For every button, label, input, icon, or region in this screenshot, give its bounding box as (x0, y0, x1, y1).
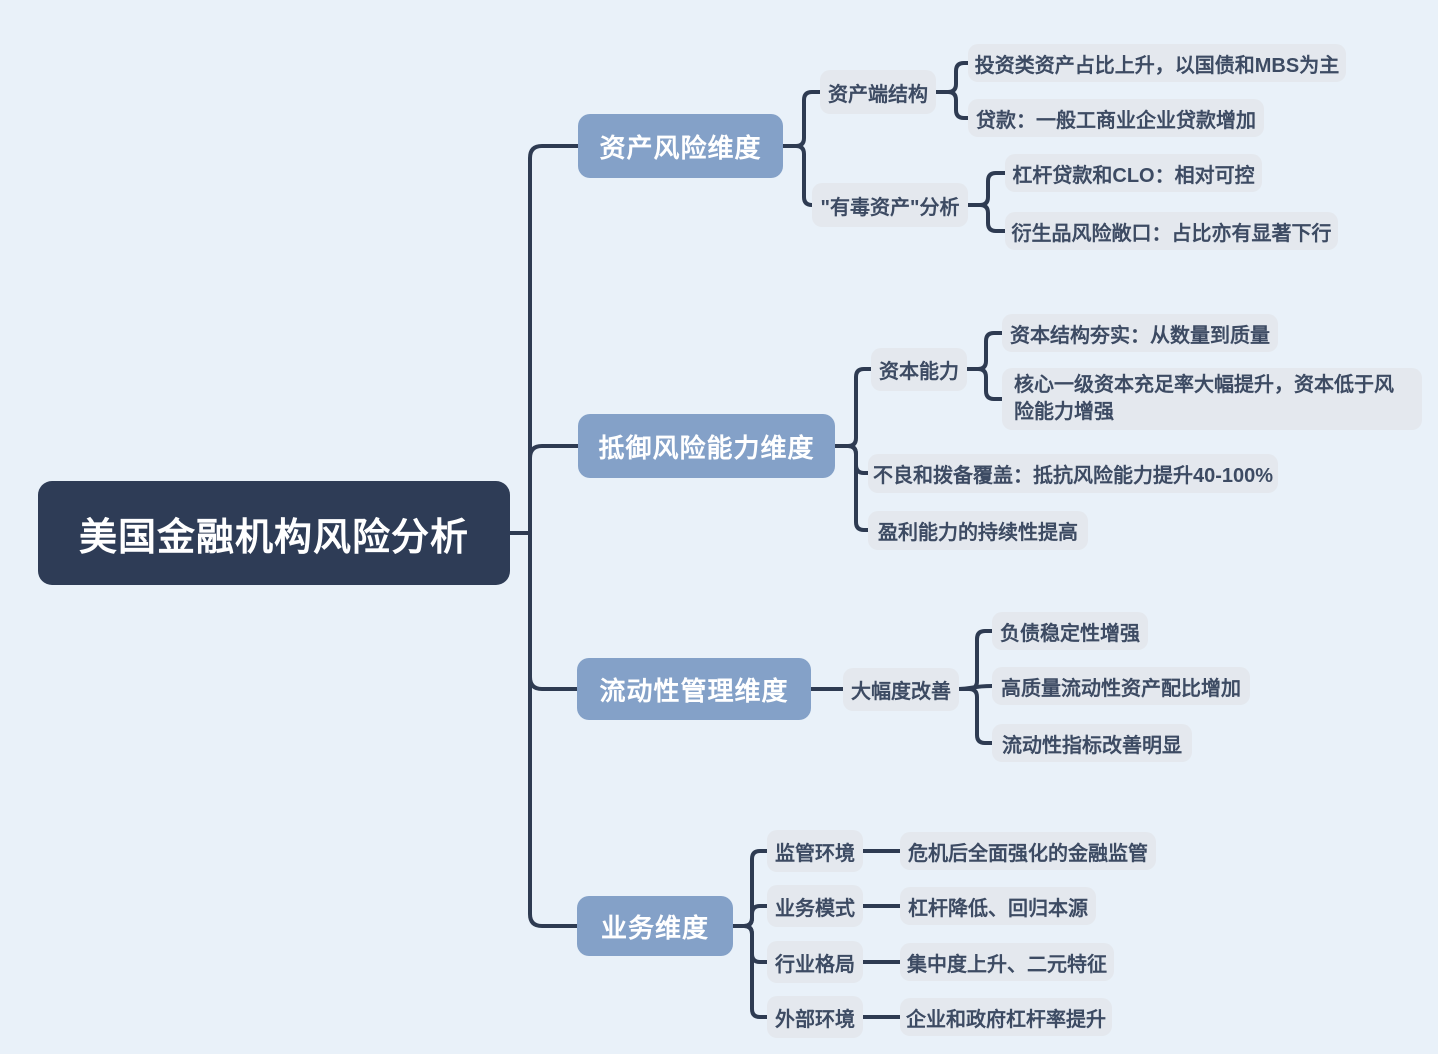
node-branch-liquidity-management[interactable]: 流动性管理维度 (577, 658, 811, 720)
connector-b2c1-l2 (965, 367, 1004, 401)
leaf-leverage-reduced[interactable]: 杠杆降低、回归本源 (900, 887, 1096, 925)
leaf-liquidity-indicators[interactable]: 流动性指标改善明显 (992, 724, 1192, 762)
leaf-profitability-sustainability[interactable]: 盈利能力的持续性提高 (868, 511, 1088, 550)
leaf-corp-gov-leverage[interactable]: 企业和政府杠杆率提升 (900, 998, 1112, 1036)
connector-b1c2-l1 (966, 171, 1007, 207)
node-business-model[interactable]: 业务模式 (767, 885, 863, 927)
connector-b3c1-l3 (957, 687, 994, 745)
node-regulatory-environment[interactable]: 监管环境 (767, 830, 863, 872)
leaf-cet1-ratio[interactable]: 核心一级资本充足率大幅提升，资本低于风险能力增强 (1002, 368, 1422, 430)
connector-trunk-branch4 (528, 531, 579, 928)
connector-b1-c1 (781, 90, 822, 148)
leaf-post-crisis-regulation[interactable]: 危机后全面强化的金融监管 (900, 832, 1156, 870)
connector-b2c1-l1 (965, 331, 1004, 371)
connector-trunk-branch3 (528, 531, 579, 691)
leaf-hq-liquid-assets[interactable]: 高质量流动性资产配比增加 (992, 667, 1250, 705)
connector-b1-c2 (781, 144, 814, 207)
connector-b1c2-l2 (966, 203, 1007, 233)
node-asset-structure[interactable]: 资产端结构 (820, 70, 936, 114)
leaf-leveraged-loans-clo[interactable]: 杠杆贷款和CLO：相对可控 (1005, 154, 1262, 192)
node-branch-business[interactable]: 业务维度 (577, 896, 733, 956)
leaf-investment-assets[interactable]: 投资类资产占比上升，以国债和MBS为主 (968, 44, 1346, 82)
connector-b2-c2 (833, 444, 870, 475)
leaf-concentration-duality[interactable]: 集中度上升、二元特征 (900, 943, 1114, 981)
node-branch-asset-risk[interactable]: 资产风险维度 (578, 114, 783, 178)
leaf-derivatives-exposure[interactable]: 衍生品风险敞口：占比亦有显著下行 (1005, 212, 1338, 250)
connector-b3c1-l1 (957, 629, 994, 691)
leaf-loans[interactable]: 贷款：一般工商业企业贷款增加 (968, 99, 1264, 137)
connector-trunk-branch1 (528, 144, 580, 535)
node-branch-risk-resistance[interactable]: 抵御风险能力维度 (578, 414, 835, 478)
node-root-topic[interactable]: 美国金融机构风险分析 (38, 481, 510, 585)
leaf-npl-provision-coverage[interactable]: 不良和拨备覆盖：抵抗风险能力提升40-100% (868, 454, 1278, 493)
leaf-capital-structure[interactable]: 资本结构夯实：从数量到质量 (1002, 314, 1278, 352)
node-capital-capacity[interactable]: 资本能力 (871, 348, 967, 391)
leaf-liability-stability[interactable]: 负债稳定性增强 (992, 612, 1148, 650)
node-industry-landscape[interactable]: 行业格局 (767, 941, 863, 983)
node-major-improvement[interactable]: 大幅度改善 (843, 668, 959, 711)
connector-b1c1-l1 (934, 61, 970, 94)
connector-b4-c4 (731, 924, 769, 1019)
connector-b1c1-l2 (934, 90, 970, 120)
connector-b2-c3 (833, 444, 870, 532)
node-toxic-assets[interactable]: "有毒资产"分析 (812, 183, 968, 227)
connector-b2-c1 (833, 367, 873, 448)
connector-trunk-branch2 (528, 444, 580, 535)
node-external-environment[interactable]: 外部环境 (767, 996, 863, 1038)
